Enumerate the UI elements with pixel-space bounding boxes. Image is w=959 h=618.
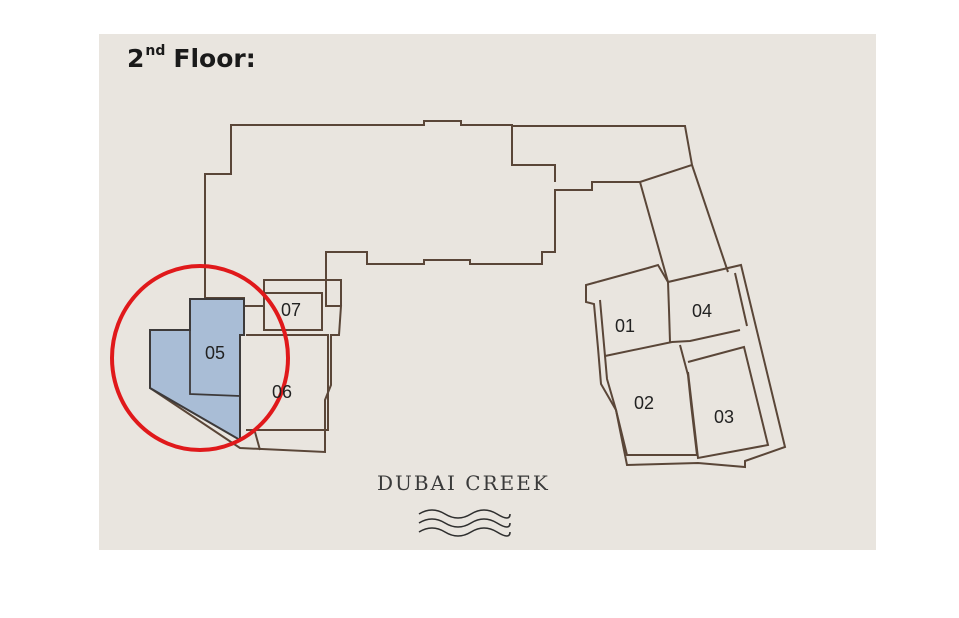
inner-wall-east-4	[734, 272, 748, 327]
unit-07-walls	[263, 292, 323, 331]
inner-wall-north	[511, 126, 556, 182]
unit-label-01[interactable]: 01	[615, 316, 636, 336]
inner-wall-west	[254, 431, 261, 451]
unit-label-07[interactable]: 07	[281, 300, 302, 320]
building-outline-east	[585, 181, 787, 469]
building-outline-north	[204, 120, 694, 306]
inner-wall-east-2	[596, 263, 671, 343]
highlight-circle	[110, 264, 290, 452]
unit-label-03[interactable]: 03	[714, 407, 735, 427]
unit-03-walls	[687, 345, 770, 460]
inner-wall-east-3	[599, 299, 741, 358]
unit-05-inner-wall	[189, 330, 241, 397]
unit-label-06[interactable]: 06	[272, 382, 293, 402]
inner-wall-east-1	[691, 164, 729, 273]
water-wave-icon	[418, 509, 511, 537]
unit-label-04[interactable]: 04	[692, 301, 713, 321]
unit-label-05[interactable]: 05	[205, 343, 226, 363]
unit-label-02[interactable]: 02	[634, 393, 655, 413]
dubai-creek-label: DUBAI CREEK	[377, 471, 550, 495]
